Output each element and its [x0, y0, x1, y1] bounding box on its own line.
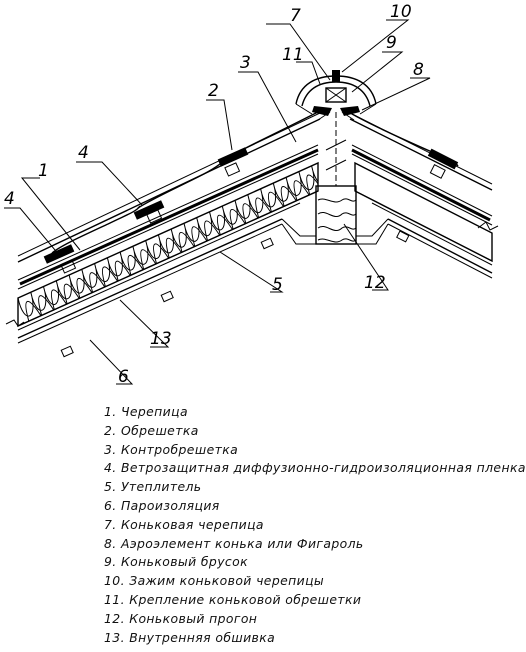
callout-3: 3 [240, 53, 251, 73]
legend-item-12: 12. Коньковый прогон [104, 610, 258, 626]
ridge-tile-clamp [332, 70, 340, 82]
legend-item-6: 6. Пароизоляция [104, 497, 220, 513]
legend-item-8: 8. Аэроэлемент конька или Фигароль [104, 535, 364, 551]
roof-ridge-section-diagram: 1 2 3 4 4 5 6 7 8 9 10 11 12 13 [4, 2, 499, 387]
ridge-batten [325, 87, 347, 103]
legend-item-9: 9. Коньковый брусок [104, 554, 248, 570]
insulation-pattern [18, 163, 318, 324]
callout-12: 12 [364, 273, 386, 293]
insulation-layer-left [17, 161, 319, 328]
legend-item-11: 11. Крепление коньковой обрешетки [104, 591, 362, 607]
roof-tiles-left [17, 111, 321, 263]
callout-labels: 1 2 3 4 4 5 6 7 8 9 10 11 12 13 [4, 2, 424, 387]
ridge-vent-element [312, 106, 360, 116]
ridge-area-lining [281, 218, 389, 245]
callout-4-upper: 4 [78, 143, 89, 163]
callout-1: 1 [38, 161, 49, 181]
inner-lining-right [354, 190, 493, 279]
callout-6: 6 [118, 367, 129, 387]
leader-lines [4, 19, 431, 385]
ridge-fixing-strip [317, 111, 355, 186]
callout-5: 5 [272, 275, 283, 295]
membrane-right [351, 144, 493, 226]
callout-13: 13 [150, 329, 172, 349]
battens-left [43, 147, 274, 358]
legend-list: 1. Черепица 2. Обрешетка 3. Контробрешет… [104, 403, 526, 647]
legend-item-10: 10. Зажим коньковой черепицы [104, 573, 325, 589]
break-line-symbols [5, 221, 499, 327]
ridge-beam [315, 185, 357, 245]
callout-10: 10 [390, 2, 412, 22]
battens-right [396, 148, 459, 243]
callout-8: 8 [413, 60, 424, 80]
legend-item-1: 1. Черепица [104, 404, 188, 419]
legend-item-13: 13. Внутренняя обшивка [104, 629, 276, 645]
callout-4-lower: 4 [4, 189, 15, 209]
roof-tiles-right [349, 112, 493, 191]
callout-11: 11 [282, 45, 304, 65]
legend-item-4: 4. Ветрозащитная диффузионно-гидроизоляц… [104, 460, 526, 476]
callout-9: 9 [386, 33, 397, 53]
legend-item-7: 7. Коньковая черепица [104, 516, 264, 532]
inner-lining-left [17, 190, 319, 344]
legend-item-2: 2. Обрешетка [104, 422, 199, 438]
legend-item-5: 5. Утеплитель [104, 479, 202, 495]
callout-7: 7 [290, 6, 301, 26]
callout-2: 2 [208, 81, 219, 101]
membrane-left [17, 144, 319, 290]
legend-item-3: 3. Контробрешетка [104, 441, 239, 457]
